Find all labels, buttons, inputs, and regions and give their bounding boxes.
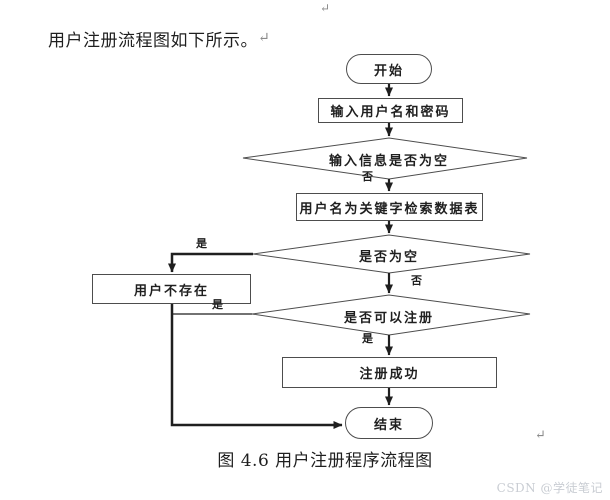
flow-node-end-label: 结束 — [373, 417, 404, 433]
decision-shape-can-register — [251, 294, 531, 336]
edge-label-result-empty-no: 否 — [411, 274, 422, 287]
edge-label-result-empty-yes: 是 — [196, 237, 207, 250]
flow-node-start: 开始 — [346, 54, 432, 84]
flow-node-check-result-empty: 是否为空 — [358, 250, 419, 265]
flow-node-input-credentials: 输入用户名和密码 — [318, 98, 463, 123]
intro-text: 用户注册流程图如下所示。 — [48, 31, 258, 51]
flow-node-search-database-label: 用户名为关键字检索数据表 — [299, 201, 480, 217]
flow-node-user-not-exist-label: 用户不存在 — [133, 283, 209, 299]
flow-node-check-can-register: 是否可以注册 — [343, 311, 434, 326]
csdn-watermark: CSDN @学徒笔记 — [496, 481, 603, 495]
paragraph-mark-intro: ↵ — [258, 30, 270, 46]
flow-node-check-input-empty: 输入信息是否为空 — [328, 154, 449, 169]
edge-label-can-register-yes: 是 — [362, 332, 373, 345]
edge-label-notexist-join-yes: 是 — [212, 298, 223, 311]
edge-notexist-to-end — [170, 304, 343, 429]
paragraph-mark-top: ↵ — [320, 1, 331, 15]
edge-check2-yes-branch — [168, 252, 253, 273]
flow-node-user-not-exist: 用户不存在 — [92, 274, 251, 304]
flow-node-start-label: 开始 — [373, 63, 404, 79]
edge-label-input-empty-no: 否 — [362, 170, 373, 183]
flow-node-input-credentials-label: 输入用户名和密码 — [330, 105, 451, 120]
decision-shape-input-empty — [242, 137, 528, 180]
decision-shape-result-empty — [252, 234, 531, 274]
figure-caption: 图 4.6 用户注册程序流程图 — [217, 451, 433, 471]
paragraph-mark-bottom: ↵ — [535, 428, 546, 443]
flow-node-end: 结束 — [345, 407, 433, 439]
flow-node-search-database: 用户名为关键字检索数据表 — [296, 193, 483, 221]
flow-node-register-success-label: 注册成功 — [359, 367, 420, 382]
flow-node-register-success: 注册成功 — [282, 357, 497, 388]
